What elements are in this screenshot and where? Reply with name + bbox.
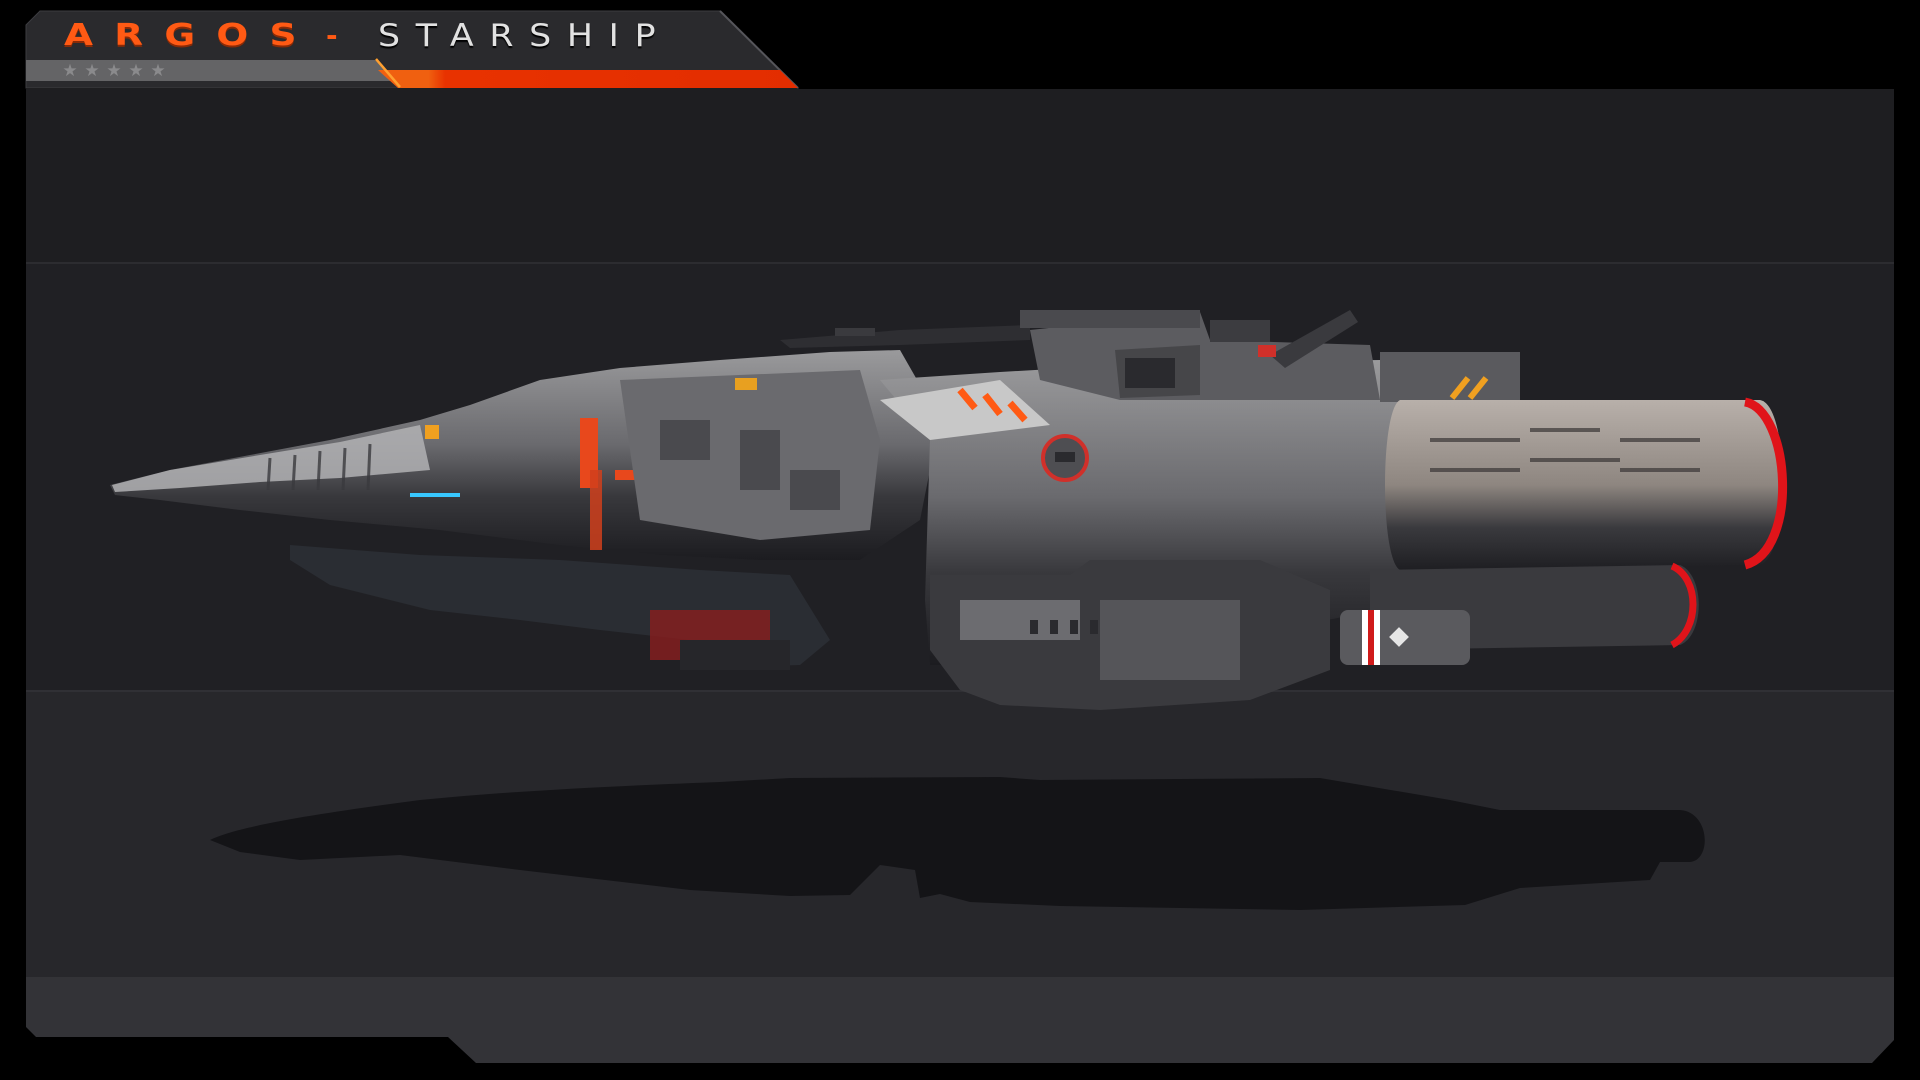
- star-icon: ★: [106, 61, 122, 80]
- ship-shadow: [210, 777, 1705, 910]
- rating-bar: [26, 60, 398, 81]
- panel-footer: [26, 977, 1894, 1063]
- title-separator: -: [326, 19, 338, 52]
- star-icon: ★: [150, 61, 166, 80]
- ship-type: STARSHIP: [378, 18, 672, 54]
- main-engine: [1385, 400, 1783, 570]
- accent-bar: [378, 70, 798, 88]
- star-icon: ★: [128, 61, 144, 80]
- engine-ring-secondary: [1670, 562, 1697, 649]
- ship-name: ARGOS: [64, 18, 318, 53]
- engine-ring-main: [1743, 397, 1787, 570]
- star-rating: ★ ★ ★ ★ ★: [60, 60, 168, 81]
- panel-band-top: [26, 89, 1894, 263]
- star-icon: ★: [84, 61, 100, 80]
- star-icon: ★: [62, 61, 78, 80]
- ship-superstructure: [1030, 312, 1380, 400]
